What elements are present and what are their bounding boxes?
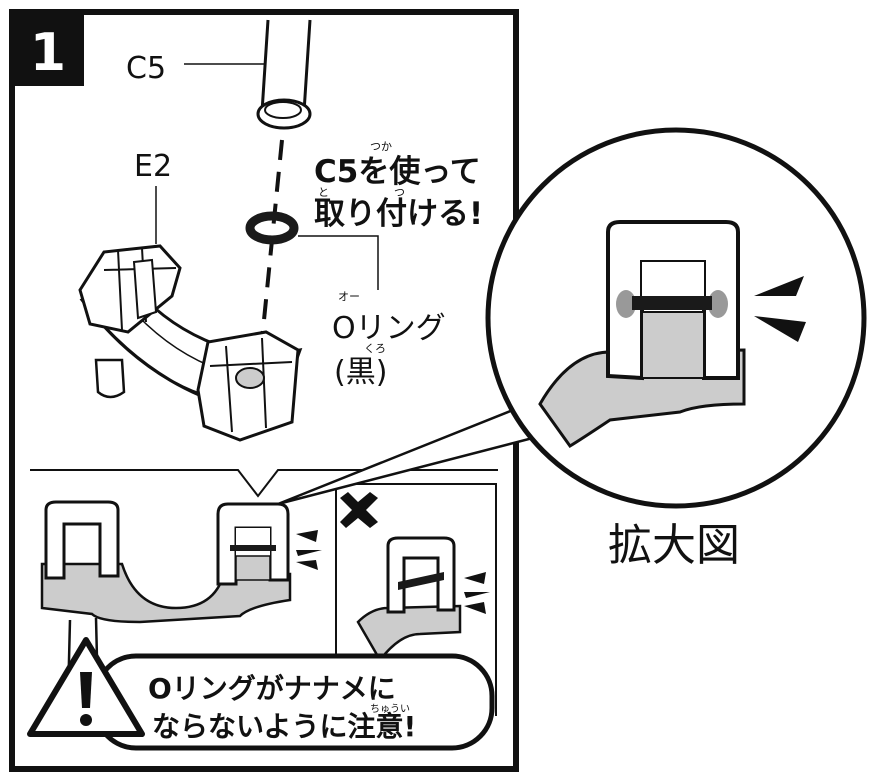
- warning-line2: ならないように注意!: [152, 710, 416, 743]
- zoom-label: 拡大図: [608, 520, 740, 571]
- zoom-circle: [485, 127, 867, 509]
- section-divider: [30, 469, 498, 498]
- instruction-line1: C5を使って: [314, 154, 481, 190]
- ruby-to: と: [318, 186, 329, 199]
- ruby-tsu: つ: [394, 186, 405, 199]
- instruction-line2: 取り付ける!: [314, 196, 483, 232]
- step-badge: 1: [12, 12, 84, 86]
- o-ring-magnified: [632, 296, 712, 310]
- step-number: 1: [30, 23, 66, 83]
- warning-line1: Oリングがナナメに: [148, 672, 396, 705]
- o-ring-label: オー Oリング くろ (黒): [332, 290, 446, 390]
- c5-rod: C5: [126, 19, 312, 130]
- o-ring: [245, 211, 379, 290]
- o-ring-correct: [230, 545, 276, 551]
- correct-cross-section: [40, 500, 322, 701]
- wrong-mark-icon: [340, 492, 378, 528]
- o-ring-color: (黒): [334, 355, 387, 390]
- ruby-tsuka: つか: [370, 140, 392, 153]
- wrong-panel-frame: [336, 483, 497, 716]
- o-ring-ruby: オー: [338, 290, 360, 303]
- c5-label: C5: [126, 51, 166, 86]
- o-ring-name: Oリング: [332, 311, 446, 346]
- warning-banner: Oリングがナナメに ちゅうい ならないように注意!: [27, 637, 495, 751]
- warning-ruby: ちゅうい: [370, 703, 410, 715]
- e2-label: E2: [134, 149, 172, 184]
- wrong-cross-section: [340, 492, 490, 663]
- instruction-text: つか C5を使って と つ 取り付ける!: [314, 140, 483, 232]
- e2-part: E2: [78, 149, 303, 442]
- o-ring-tilted: [398, 572, 444, 590]
- o-ring-color-ruby: くろ: [364, 342, 386, 355]
